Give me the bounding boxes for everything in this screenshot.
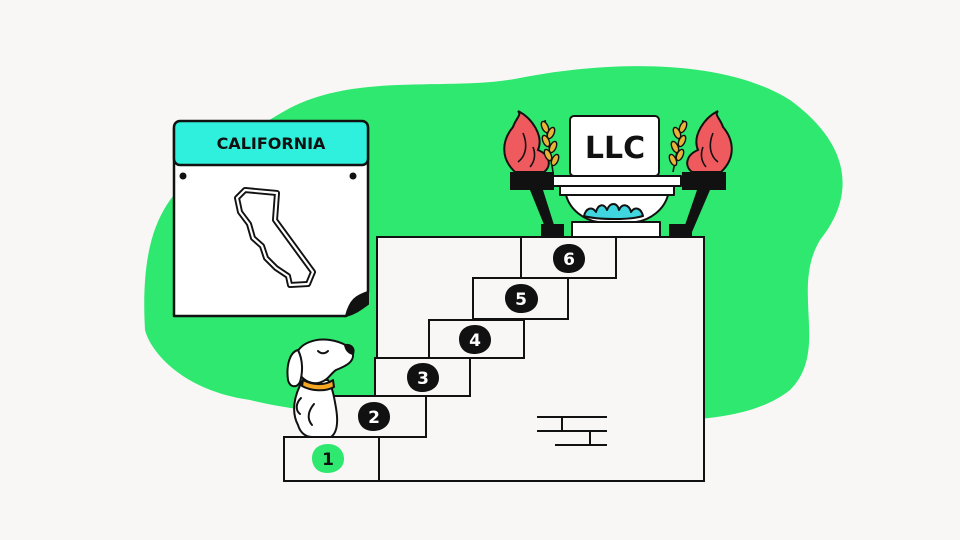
pedestal [552, 115, 682, 238]
llc-label: LLC [585, 131, 645, 166]
dog-eye [317, 350, 329, 355]
dog-nose [344, 343, 355, 355]
step-number-5: 5 [515, 290, 527, 310]
step-number-3: 3 [417, 369, 429, 389]
torch-right-flame [686, 110, 733, 173]
step-badge-5: 5 [505, 284, 538, 313]
step-number-2: 2 [368, 408, 380, 428]
dog-collar [301, 379, 335, 392]
step-number-6: 6 [563, 250, 575, 270]
step-badge-1: 1 [312, 444, 344, 473]
pedestal-top-slab [552, 175, 682, 187]
calendar-page-curl [344, 290, 369, 318]
calendar-hole-right [349, 172, 357, 180]
torch-right-base [669, 224, 692, 237]
pedestal-base [571, 221, 661, 238]
torch-left-pole [530, 190, 555, 232]
dog-body [293, 379, 339, 438]
calendar: CALIFORNIA [172, 119, 370, 318]
torch-left-cup [510, 172, 554, 190]
torch-right-pole [684, 190, 710, 232]
step-badge-3: 3 [407, 363, 439, 392]
pedestal-leaves [583, 203, 644, 220]
step-number-4: 4 [469, 331, 481, 351]
step-badge-4: 4 [459, 325, 491, 354]
calendar-header [172, 119, 370, 167]
torch-icon [503, 110, 733, 237]
torch-right-cup [682, 172, 726, 190]
pedestal-top-slab-2 [559, 185, 675, 196]
dog-icon [286, 338, 355, 438]
dog-leg-front [307, 403, 315, 426]
step-badge-6: 6 [553, 244, 585, 273]
wheat-icon [540, 119, 688, 173]
torch-left-base [541, 224, 564, 237]
dog-ear [286, 349, 304, 388]
step-number-1: 1 [322, 450, 334, 470]
step-badge-2: 2 [358, 402, 390, 431]
calendar-hole-left [179, 172, 187, 180]
dog-arm [295, 397, 302, 415]
calendar-title: CALIFORNIA [217, 134, 326, 153]
llc-block [569, 115, 660, 177]
brick-icon [537, 416, 607, 446]
